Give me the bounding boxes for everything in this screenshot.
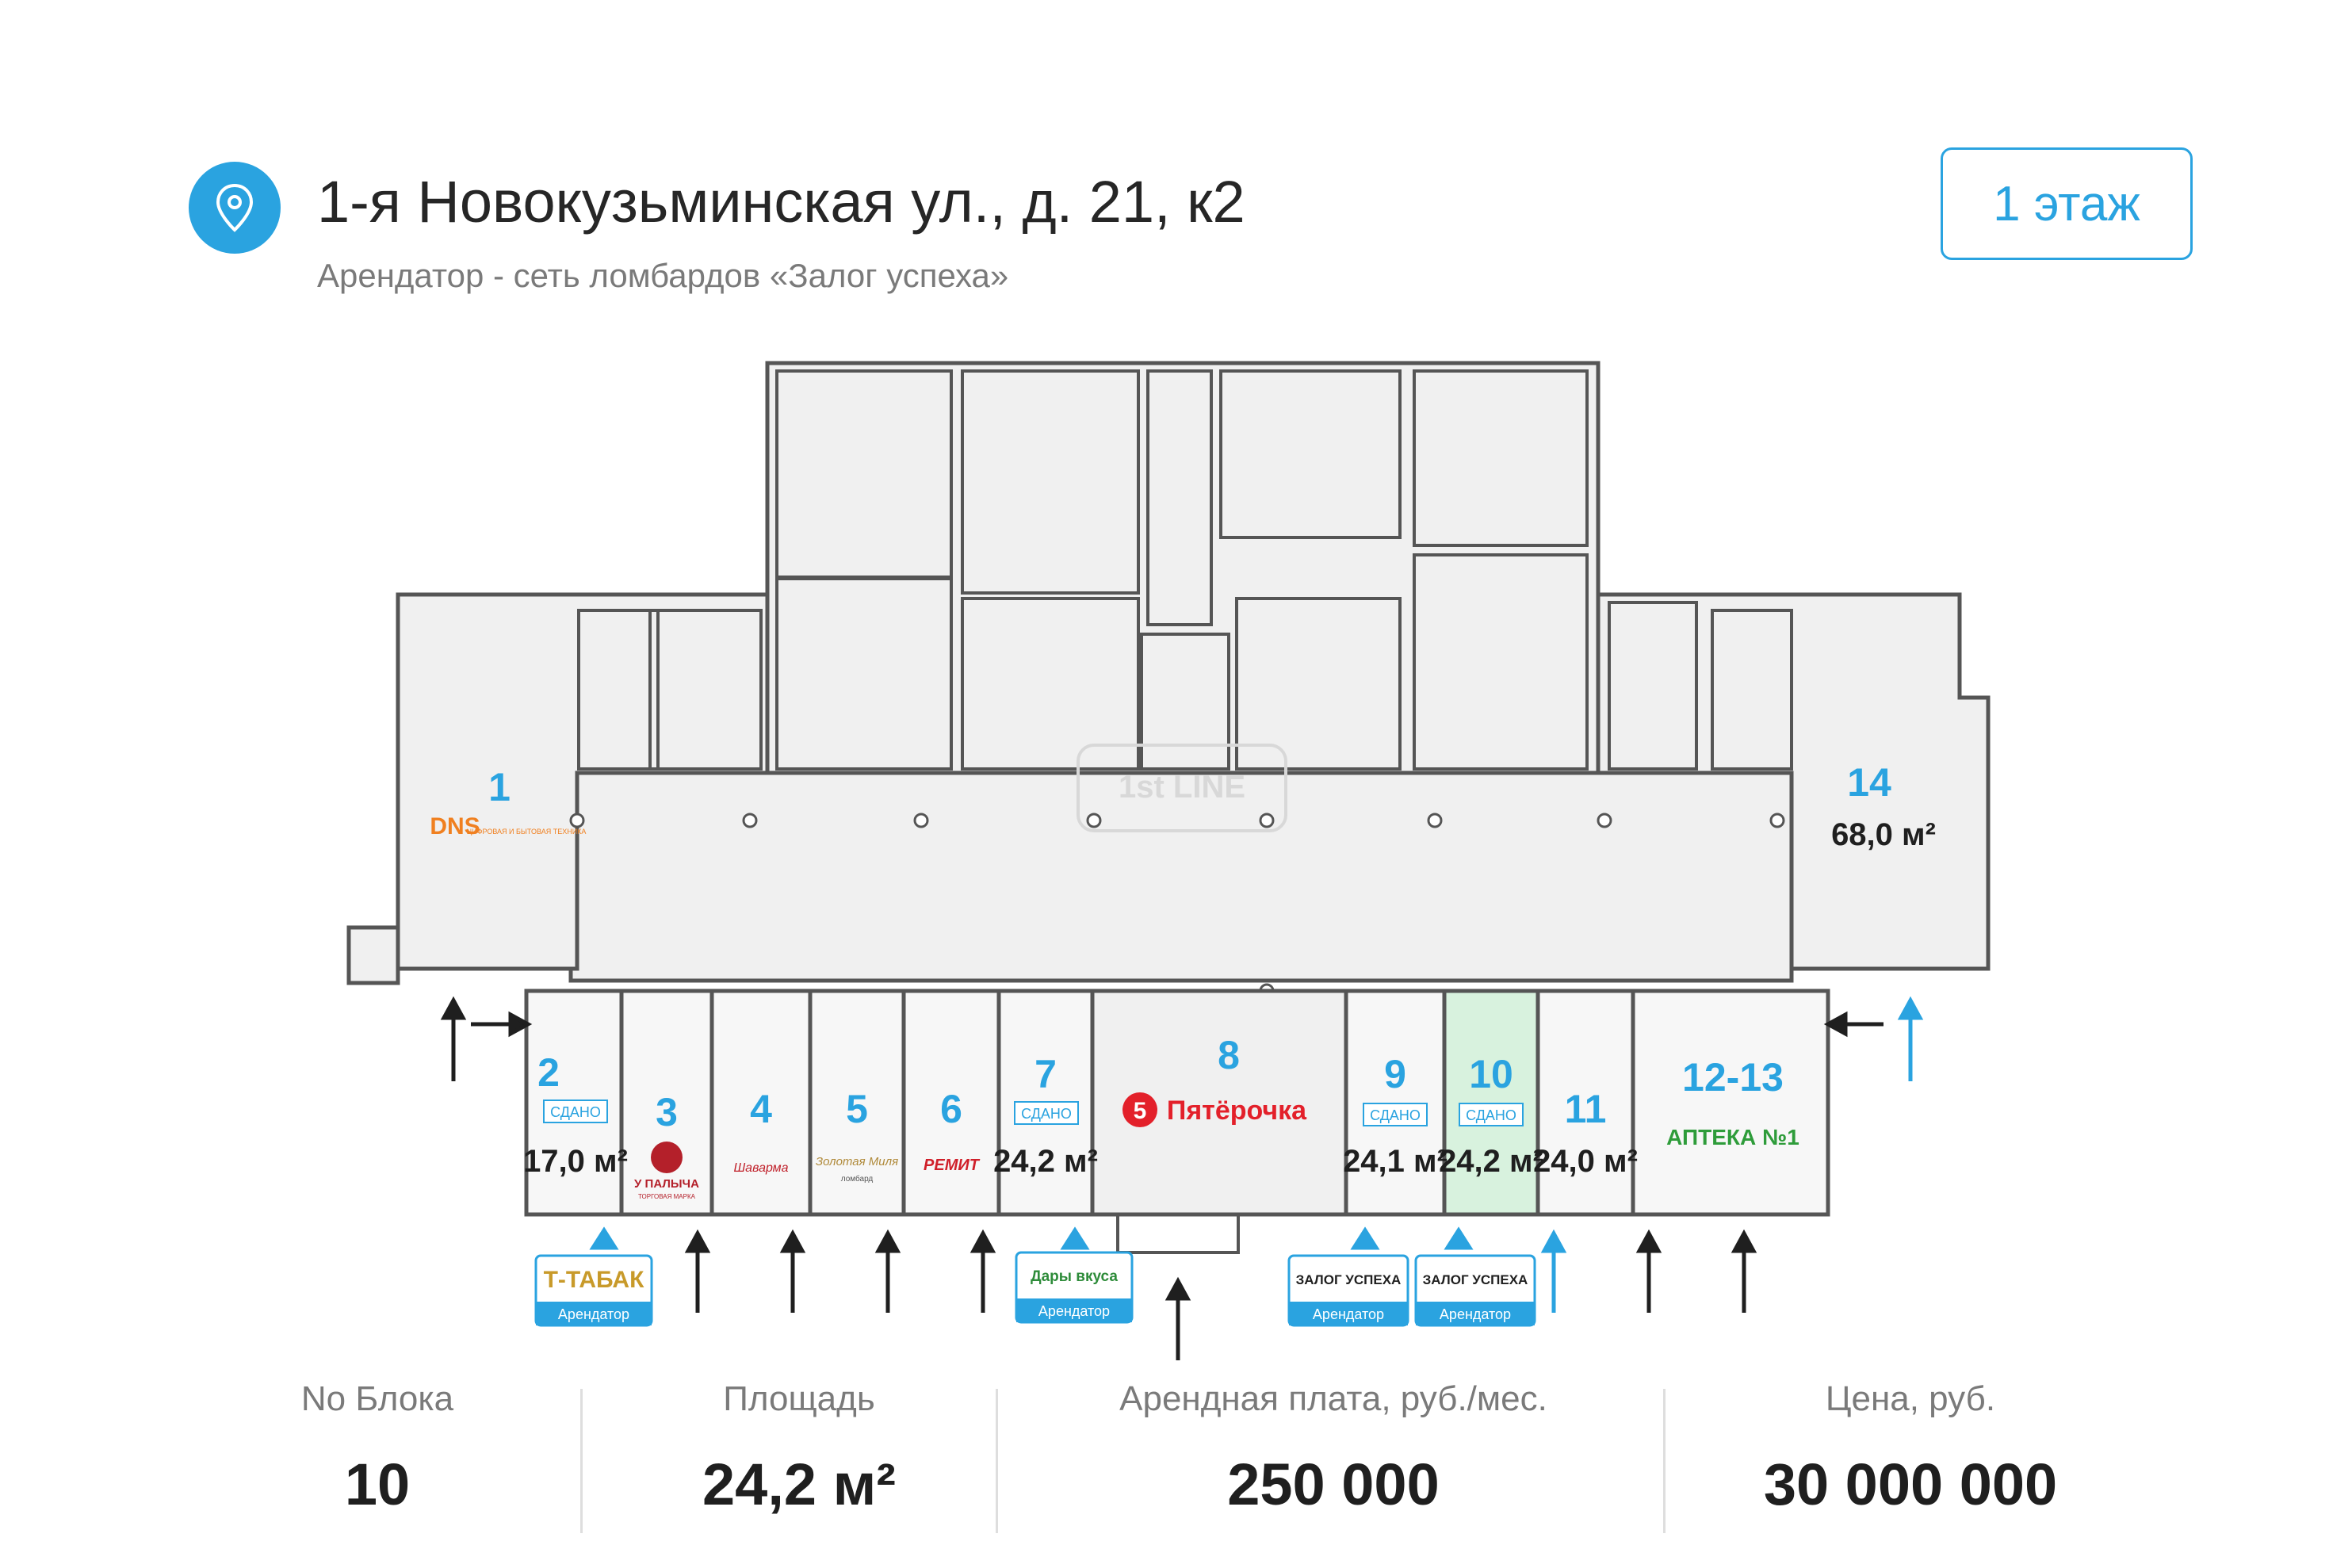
block-5[interactable] bbox=[808, 989, 906, 1217]
tenant-label-bar bbox=[1416, 1302, 1535, 1325]
rented-badge-7-text: СДАНО bbox=[1021, 1106, 1072, 1122]
block-4-number: 4 bbox=[750, 1087, 772, 1131]
stat-value: 250 000 bbox=[1227, 1451, 1440, 1517]
tenant-label-zalog-uspekha-2: Арендатор bbox=[1440, 1306, 1511, 1322]
block-9-area: 24,1 м² bbox=[1343, 1144, 1448, 1179]
tenant-label-bar bbox=[1016, 1298, 1132, 1322]
block-14-area: 68,0 м² bbox=[1831, 817, 1936, 852]
block-4[interactable] bbox=[709, 989, 813, 1217]
zolotaya-milya-logo: Золотая Миля bbox=[816, 1155, 898, 1168]
tenant-label-zalog-uspekha-1: Арендатор bbox=[1313, 1306, 1384, 1322]
page-subtitle: Арендатор - сеть ломбардов «Залог успеха… bbox=[317, 257, 1009, 294]
stat-value: 30 000 000 bbox=[1763, 1451, 2058, 1517]
block-12-13[interactable] bbox=[1631, 989, 1830, 1217]
dns-logo: DNS bbox=[430, 813, 480, 839]
block-11-number: 11 bbox=[1565, 1087, 1607, 1131]
stat-price: Цена, руб. 30 000 000 bbox=[1688, 1379, 2132, 1518]
stat-area: Площадь 24,2 м² bbox=[577, 1379, 1021, 1518]
apteka-logo: АПТЕКА №1 bbox=[1666, 1125, 1799, 1149]
pyaterochka-logo: Пятёрочка bbox=[1167, 1096, 1307, 1126]
stat-label: Арендная плата, руб./мес. bbox=[1119, 1379, 1547, 1418]
rented-badge-10 bbox=[1459, 1103, 1524, 1126]
page-title: 1-я Новокузьминская ул., д. 21, к2 bbox=[317, 169, 1245, 235]
tenant-label-dary-vkusa: Арендатор bbox=[1038, 1303, 1110, 1319]
block-6-number: 6 bbox=[940, 1087, 962, 1131]
block-3[interactable] bbox=[619, 989, 714, 1217]
block-12-13-number: 12-13 bbox=[1682, 1055, 1784, 1100]
location-pin-icon bbox=[189, 162, 281, 254]
watermark-frame bbox=[1077, 744, 1287, 832]
block-10-number: 10 bbox=[1469, 1052, 1513, 1096]
rented-badge-10-text: СДАНО bbox=[1466, 1107, 1516, 1123]
rented-badge-9 bbox=[1363, 1103, 1428, 1126]
block-1-number: 1 bbox=[488, 765, 511, 809]
tenant-name-t-tabak: Т-ТАБАК bbox=[544, 1267, 645, 1293]
u-palycha-logo: У ПАЛЫЧА bbox=[634, 1177, 699, 1191]
dns-logo-sub: ЦИФРОВАЯ И БЫТОВАЯ ТЕХНИКА bbox=[467, 828, 587, 836]
tenant-label-bar bbox=[1289, 1302, 1408, 1325]
central-corridor bbox=[568, 771, 1794, 983]
stat-value: 10 bbox=[344, 1451, 411, 1517]
stat-label: No Блока bbox=[300, 1379, 454, 1418]
stat-label: Площадь bbox=[723, 1379, 875, 1418]
block-10-area: 24,2 м² bbox=[1439, 1144, 1543, 1179]
block-7-area: 24,2 м² bbox=[993, 1144, 1098, 1179]
u-palycha-logo-icon bbox=[651, 1142, 683, 1173]
block-11-area: 24,0 м² bbox=[1533, 1144, 1638, 1179]
zolotaya-milya-logo-sub: ломбард bbox=[841, 1174, 874, 1184]
shavarma-logo: Шаварма bbox=[733, 1161, 788, 1175]
stat-rent: Арендная плата, руб./мес. 250 000 bbox=[1111, 1379, 1555, 1518]
tenant-name-zalog-uspekha-2: ЗАЛОГ УСПЕХА bbox=[1423, 1272, 1528, 1287]
block-6[interactable] bbox=[901, 989, 1001, 1217]
stat-block-number: No Блока 10 bbox=[155, 1379, 599, 1518]
left-wing bbox=[346, 592, 770, 985]
divider bbox=[996, 1389, 998, 1533]
block-2-area: 17,0 м² bbox=[523, 1144, 628, 1179]
divider bbox=[1663, 1389, 1666, 1533]
block-8-number: 8 bbox=[1218, 1033, 1240, 1077]
u-palycha-logo-sub: ТОРГОВАЯ МАРКА bbox=[638, 1193, 696, 1200]
tenant-name-dary-vkusa: Дары вкуса bbox=[1031, 1268, 1118, 1285]
watermark: 1st LINE bbox=[1119, 770, 1245, 805]
pyaterochka-logo-digit: 5 bbox=[1134, 1098, 1147, 1124]
block-9-number: 9 bbox=[1384, 1052, 1406, 1096]
rented-badge-2-text: СДАНО bbox=[550, 1104, 601, 1120]
pyaterochka-logo-icon bbox=[1122, 1092, 1157, 1127]
block-9[interactable] bbox=[1344, 989, 1447, 1217]
block-11[interactable] bbox=[1535, 989, 1635, 1217]
block-3-number: 3 bbox=[656, 1090, 678, 1134]
tenant-label-t-tabak: Арендатор bbox=[558, 1306, 629, 1322]
tenant-label-bar bbox=[536, 1302, 652, 1325]
rented-badge-7 bbox=[1014, 1101, 1079, 1125]
rented-badge-2 bbox=[543, 1100, 608, 1123]
block-2-number: 2 bbox=[537, 1050, 560, 1095]
divider bbox=[580, 1389, 583, 1533]
remit-logo: РЕМИТ bbox=[924, 1157, 981, 1174]
block-14-number: 14 bbox=[1847, 760, 1891, 805]
floor-selector-button[interactable]: 1 этаж bbox=[1941, 147, 2193, 260]
rented-badge-9-text: СДАНО bbox=[1370, 1107, 1421, 1123]
block-7-number: 7 bbox=[1034, 1052, 1057, 1096]
stat-value: 24,2 м² bbox=[702, 1451, 896, 1517]
tenant-name-zalog-uspekha-1: ЗАЛОГ УСПЕХА bbox=[1296, 1272, 1402, 1287]
stat-label: Цена, руб. bbox=[1825, 1379, 1996, 1418]
block-5-number: 5 bbox=[846, 1087, 868, 1131]
